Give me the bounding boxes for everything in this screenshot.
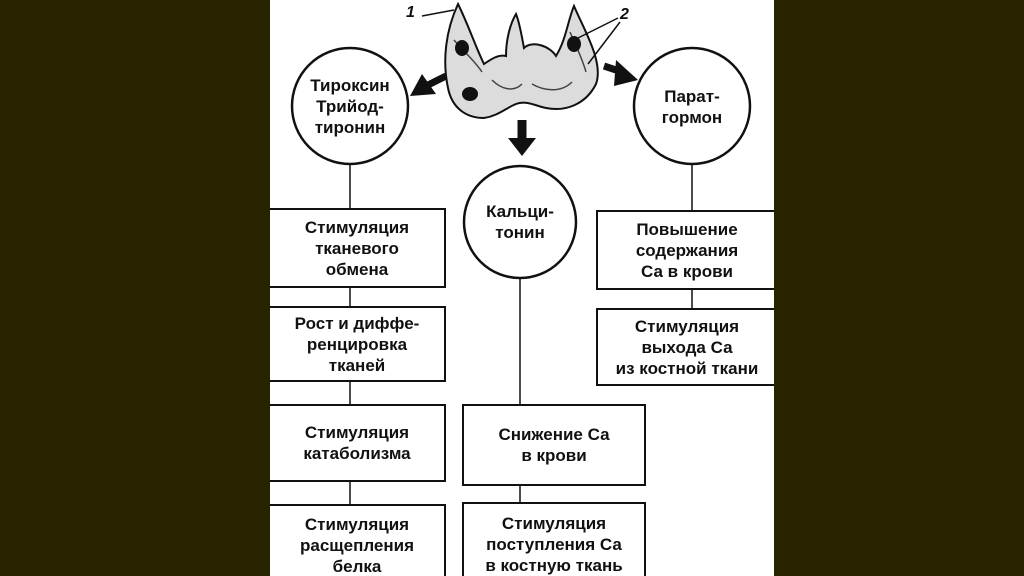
box-line: расщепления <box>299 535 415 555</box>
parathormone-line-2: гормон <box>661 108 723 127</box>
box-line: в крови <box>521 446 587 465</box>
box-line: Снижение Са <box>498 425 610 444</box>
box-line: ренцировка <box>306 334 408 354</box>
effect-box-decrease-ca-blood: Снижение Са в крови <box>462 404 646 486</box>
effect-box-protein-breakdown: Стимуляция расщепления белка <box>270 504 446 576</box>
box-line: обмена <box>325 259 389 279</box>
calcitonin-line-1: Кальци- <box>486 202 554 221</box>
arrow-down-icon <box>508 120 536 156</box>
box-line: тканевого <box>315 238 399 258</box>
label-2-leader-b <box>587 21 621 65</box>
box-line: катаболизма <box>303 444 411 463</box>
effect-box-growth-differentiation: Рост и диффе- ренцировка тканей <box>270 306 446 382</box>
thyroxine-line-3: тиронин <box>314 117 386 137</box>
diagram-slide: 1 2 Тироксин Трийод- тиронин Кальци- тон… <box>270 0 774 576</box>
box-line: Са в крови <box>640 261 733 281</box>
box-line: Стимуляция <box>634 316 740 336</box>
label-1-leader <box>421 9 455 17</box>
thyroid-gland-illustration <box>444 1 599 120</box>
thyroxine-line-2: Трийод- <box>316 96 384 116</box>
diagram-graphics <box>270 1 752 504</box>
parathormone-label: Парат- гормон <box>638 82 746 132</box>
effect-box-tissue-metabolism: Стимуляция тканевого обмена <box>270 208 446 288</box>
gland-label-2: 2 <box>620 6 629 23</box>
label-2-leader-a <box>577 17 619 39</box>
arrow-right-icon <box>602 60 638 86</box>
box-line: выхода Са <box>641 337 733 357</box>
effect-box-catabolism: Стимуляция катаболизма <box>270 404 446 482</box>
box-line: Повышение <box>636 219 738 239</box>
box-line: Стимуляция <box>501 513 607 533</box>
calcitonin-label: Кальци- тонин <box>466 196 574 248</box>
effect-box-ca-out-of-bone: Стимуляция выхода Са из костной ткани <box>596 308 774 386</box>
box-line: из костной ткани <box>615 358 759 378</box>
box-line: в костную ткань <box>485 555 623 575</box>
thyroxine-line-1: Тироксин <box>310 75 390 95</box>
thyroxine-label: Тироксин Трийод- тиронин <box>294 66 406 146</box>
box-line: Рост и диффе- <box>294 313 420 333</box>
box-line: Стимуляция <box>304 514 410 534</box>
calcitonin-line-2: тонин <box>495 223 545 242</box>
box-line: Стимуляция <box>304 217 410 237</box>
box-line: тканей <box>328 355 386 375</box>
arrow-left-icon <box>410 72 448 96</box>
box-line: Стимуляция <box>304 423 410 442</box>
box-line: содержания <box>635 240 739 260</box>
gland-label-1: 1 <box>406 4 415 21</box>
effect-box-ca-into-bone: Стимуляция поступления Са в костную ткан… <box>462 502 646 576</box>
box-line: поступления Са <box>486 534 622 554</box>
effect-box-increase-ca-blood: Повышение содержания Са в крови <box>596 210 774 290</box>
parathormone-line-1: Парат- <box>664 87 720 106</box>
box-line: белка <box>332 556 382 576</box>
